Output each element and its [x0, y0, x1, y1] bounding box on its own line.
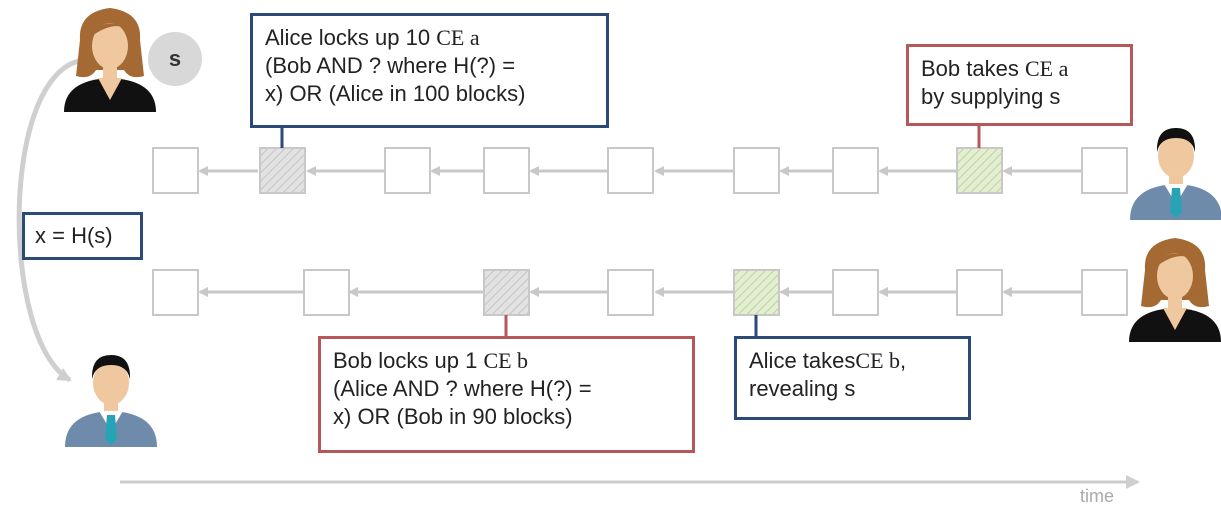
note-bob-lock-line3: x) OR (Bob in 90 blocks): [333, 404, 573, 429]
secret-badge: s: [148, 32, 202, 86]
top-block: [607, 147, 654, 194]
note-alice-lock-line3: x) OR (Alice in 100 blocks): [265, 81, 526, 106]
note-alice-lock: Alice locks up 10 CE a (Bob AND ? where …: [250, 13, 609, 128]
top-block: [832, 147, 879, 194]
secret-flow-arrow: [16, 57, 85, 383]
bottom-chain: [152, 269, 1128, 316]
top-block-bob-take: [956, 147, 1003, 194]
hash-relation-box: x = H(s): [22, 212, 143, 260]
bottom-block-bob-lock: [483, 269, 530, 316]
bottom-block: [1081, 269, 1128, 316]
alice-avatar-bottom-right: [1129, 238, 1221, 342]
bottom-block: [152, 269, 199, 316]
bob-avatar-bottom-left: [65, 355, 157, 447]
top-block: [483, 147, 530, 194]
top-block: [384, 147, 431, 194]
bob-avatar-top-right: [1130, 128, 1221, 220]
bottom-block: [832, 269, 879, 316]
note-alice-take: Alice takesCE b, revealing s: [734, 336, 971, 420]
bottom-block: [956, 269, 1003, 316]
top-chain: [152, 147, 1128, 194]
top-block: [733, 147, 780, 194]
bottom-block: [303, 269, 350, 316]
bottom-block-alice-take: [733, 269, 780, 316]
bottom-block: [607, 269, 654, 316]
note-bob-take-line2: by supplying s: [921, 84, 1061, 109]
top-block-alice-lock: [259, 147, 306, 194]
note-bob-take-line1: Bob takes CE a: [921, 56, 1069, 81]
note-alice-lock-line1: Alice locks up 10 CE a: [265, 25, 480, 50]
note-bob-lock-line2: (Alice AND ? where H(?) =: [333, 376, 592, 401]
note-bob-lock-line1: Bob locks up 1 CE b: [333, 348, 529, 373]
note-bob-lock: Bob locks up 1 CE b (Alice AND ? where H…: [318, 336, 695, 453]
note-alice-lock-line2: (Bob AND ? where H(?) =: [265, 53, 516, 78]
note-bob-take: Bob takes CE a by supplying s: [906, 44, 1133, 126]
top-block: [1081, 147, 1128, 194]
top-block: [152, 147, 199, 194]
note-alice-take-line2: revealing s: [749, 376, 856, 401]
note-alice-take-line1: Alice takesCE b,: [749, 348, 907, 373]
time-axis-label: time: [1080, 486, 1115, 506]
alice-avatar-top-left: [64, 8, 156, 112]
hash-relation-text: x = H(s): [35, 223, 113, 248]
